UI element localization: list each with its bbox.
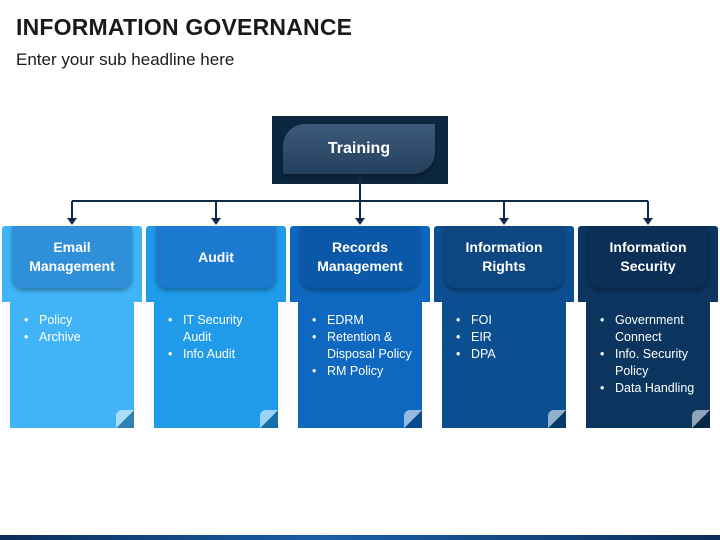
root-node-label: Training [327,140,391,157]
column-1: PolicyArchive Email Management [2,226,142,428]
column-header: Information Security [588,226,708,288]
column-card: FOIEIRDPA [442,292,566,428]
column-card: EDRMRetention & Disposal PolicyRM Policy [298,292,422,428]
bullet-item: Archive [18,329,128,346]
page-subtitle: Enter your sub headline here [16,50,235,69]
column-2: IT Security AuditInfo Audit Audit [146,226,286,428]
bullet-item: IT Security Audit [162,312,272,346]
column-header-label: Audit [198,248,234,265]
bullet-item: DPA [450,346,560,363]
bullet-list: Government ConnectInfo. Security PolicyD… [594,312,704,397]
connector-arrowhead [67,218,77,225]
column-header: Information Rights [444,226,564,288]
bullet-item: Data Handling [594,380,704,397]
bullet-item: RM Policy [306,363,416,380]
bullet-item: Policy [18,312,128,329]
column-3: EDRMRetention & Disposal PolicyRM Policy… [290,226,430,428]
page-fold-corner [548,410,566,428]
column-header-label: Email Management [29,239,115,274]
bullet-list: PolicyArchive [18,312,128,346]
bullet-item: Info. Security Policy [594,346,704,380]
bullet-item: EDRM [306,312,416,329]
column-card: Government ConnectInfo. Security PolicyD… [586,292,710,428]
bullet-item: FOI [450,312,560,329]
page-fold-corner [404,410,422,428]
column-header: Audit [156,226,276,288]
column-header: Email Management [12,226,132,288]
bullet-item: Retention & Disposal Policy [306,329,416,363]
bullet-list: IT Security AuditInfo Audit [162,312,272,363]
page-fold-corner [692,410,710,428]
connector-arrowhead [211,218,221,225]
root-node: Training [283,124,435,174]
connector-arrowhead [355,218,365,225]
column-card: IT Security AuditInfo Audit [154,292,278,428]
bottom-accent-bar [0,535,720,540]
bullet-item: Government Connect [594,312,704,346]
page-fold-corner [260,410,278,428]
page-fold-corner [116,410,134,428]
column-header-label: Information Rights [465,239,543,274]
column-card: PolicyArchive [10,292,134,428]
bullet-list: FOIEIRDPA [450,312,560,363]
column-header: Records Management [300,226,420,288]
column-header-label: Information Security [609,239,687,274]
connector-arrowhead [643,218,653,225]
column-4: FOIEIRDPA Information Rights [434,226,574,428]
bullet-list: EDRMRetention & Disposal PolicyRM Policy [306,312,416,380]
column-header-label: Records Management [317,239,403,274]
bullet-item: EIR [450,329,560,346]
bullet-item: Info Audit [162,346,272,363]
page-title: INFORMATION GOVERNANCE [16,14,353,40]
connector-arrowhead [499,218,509,225]
column-5: Government ConnectInfo. Security PolicyD… [578,226,718,428]
